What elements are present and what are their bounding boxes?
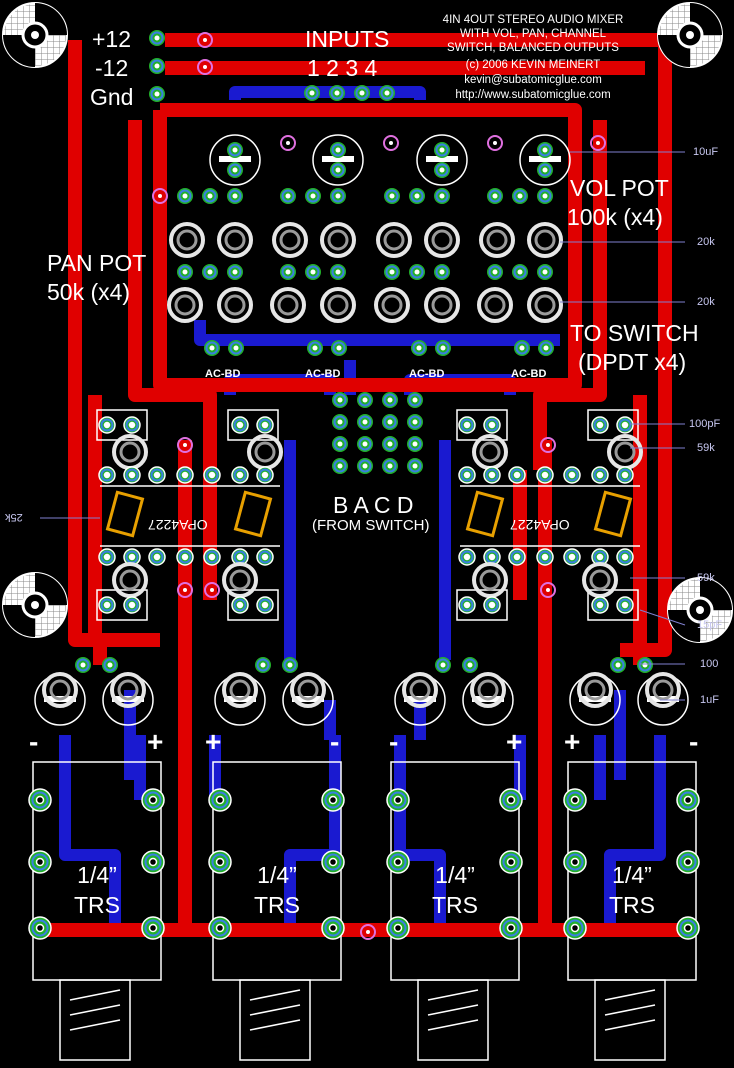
cap-10uf-label: 10uF — [693, 146, 719, 158]
header-subtitle-2: SWITCH, BALANCED OUTPUTS — [447, 42, 619, 54]
header-email: kevin@subatomicglue.com — [464, 74, 602, 86]
to-switch-label: TO SWITCH — [570, 320, 699, 346]
header-title: 4IN 4OUT STEREO AUDIO MIXER — [442, 14, 624, 26]
pan-pot-label: PAN POT — [47, 250, 147, 276]
jack-4-left-polarity: + — [564, 726, 581, 757]
res-20k-label-b: 20k — [697, 296, 715, 308]
res-20k-label-a: 20k — [697, 236, 715, 248]
jack-4-right-polarity: - — [689, 726, 699, 757]
jack-3-type: TRS — [432, 892, 478, 918]
jack-4-size: 1/4” — [612, 862, 652, 888]
opamp-left-label: OPA4227 — [148, 517, 208, 533]
header-copyright: (c) 2006 KEVIN MEINERT — [465, 59, 601, 71]
acbd-label-3: AC-BD — [409, 368, 445, 380]
jack-1-type: TRS — [74, 892, 120, 918]
header-website: http://www.subatomicglue.com — [455, 89, 611, 101]
inputs-numbers: 1 2 3 4 — [307, 55, 378, 81]
jack-3-right-polarity: + — [506, 726, 523, 757]
vol-pot-value: 100k (x4) — [567, 204, 663, 230]
jack-3-left-polarity: - — [389, 726, 399, 757]
acbd-label-2: AC-BD — [305, 368, 341, 380]
inputs-title: INPUTS — [305, 26, 390, 52]
jack-3-size: 1/4” — [435, 862, 475, 888]
cap-15pf-label: 15pF — [697, 619, 723, 631]
res-100-label: 100 — [700, 658, 719, 670]
vol-pot-label: VOL POT — [570, 175, 669, 201]
res-25k-label: 25k — [5, 511, 23, 523]
jack-4-type: TRS — [609, 892, 655, 918]
opamp-right-label: OPA4227 — [510, 517, 570, 533]
cap-100pf-label: 100pF — [689, 418, 721, 430]
acbd-label-4: AC-BD — [511, 368, 547, 380]
jack-2-left-polarity: + — [205, 726, 222, 757]
from-switch-label: (FROM SWITCH) — [312, 517, 430, 534]
header-subtitle-1: WITH VOL, PAN, CHANNEL — [459, 28, 607, 40]
jack-1-size: 1/4” — [77, 862, 117, 888]
to-switch-value: (DPDT x4) — [578, 349, 687, 375]
jack-2-size: 1/4” — [257, 862, 297, 888]
pan-pot-value: 50k (x4) — [47, 279, 131, 305]
cap-1uf-label: 1uF — [700, 694, 719, 706]
jack-1-left-polarity: - — [29, 726, 39, 757]
jack-2-right-polarity: - — [330, 726, 340, 757]
res-59k-label-a: 59k — [697, 442, 715, 454]
power-plus-label: +12 — [92, 26, 132, 52]
bacd-label: B A C D — [333, 492, 414, 518]
jack-1-right-polarity: + — [147, 726, 164, 757]
jack-2-type: TRS — [254, 892, 300, 918]
power-minus-label: -12 — [95, 55, 129, 81]
power-gnd-label: Gnd — [90, 84, 134, 110]
acbd-label-1: AC-BD — [205, 368, 241, 380]
res-59k-label-b: 59k — [697, 572, 715, 584]
